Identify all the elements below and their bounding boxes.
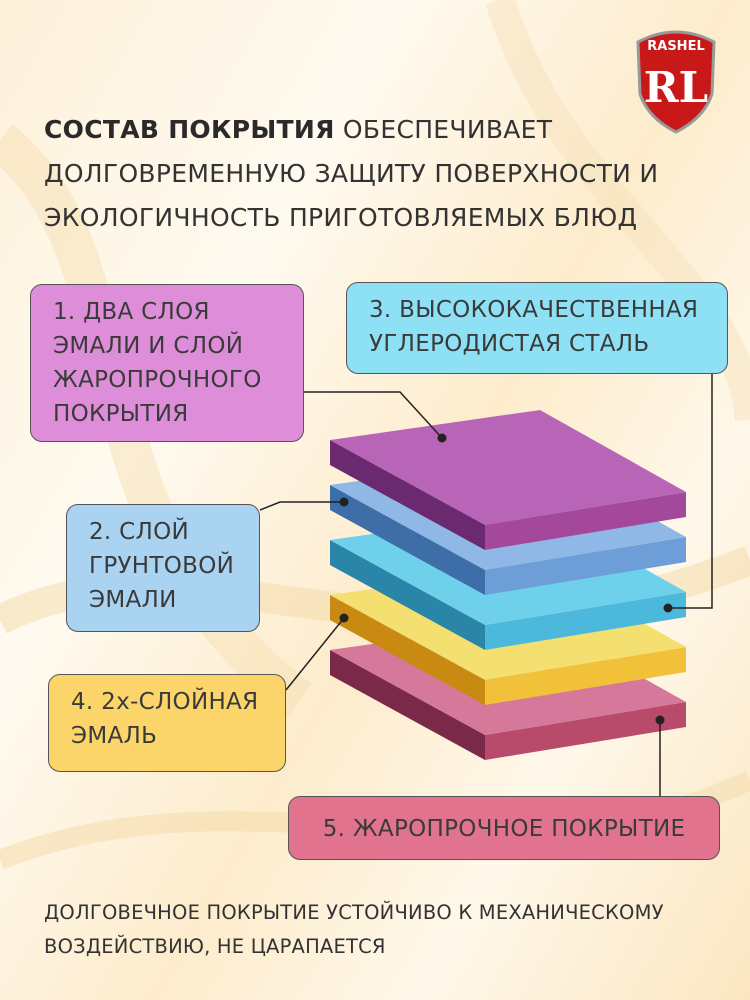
svg-text:RASHEL: RASHEL [647, 39, 704, 54]
connector-dot [437, 433, 447, 443]
slab-side-left [330, 440, 485, 550]
slab-side-right [485, 647, 686, 705]
label-layer-3: 3. ВЫСОКОКАЧЕСТВЕННАЯ УГЛЕРОДИСТАЯ СТАЛЬ [346, 282, 728, 374]
slab-side-left [330, 540, 485, 650]
slab-side-left [330, 485, 485, 595]
connector-1 [304, 391, 443, 439]
connector-4 [285, 617, 345, 691]
svg-text:RL: RL [644, 63, 708, 112]
rashel-logo: RASHEL RL [636, 30, 716, 134]
label-layer-2: 2. СЛОЙ ГРУНТОВОЙ ЭМАЛИ [66, 504, 260, 632]
slab-side-right [485, 537, 686, 595]
slab-side-left [330, 650, 485, 760]
slab-top [330, 410, 686, 525]
connector-3 [668, 374, 713, 609]
label-layer-5: 5. ЖАРОПРОЧНОЕ ПОКРЫТИЕ [288, 796, 720, 860]
footer-text: ДОЛГОВЕЧНОЕ ПОКРЫТИЕ УСТОЙЧИВО К МЕХАНИЧ… [44, 901, 664, 958]
connector-dot [339, 497, 349, 507]
slab-side-left [330, 595, 485, 705]
headline-bold: СОСТАВ ПОКРЫТИЯ [44, 115, 335, 144]
connector-dot [339, 613, 349, 623]
headline: СОСТАВ ПОКРЫТИЯ ОБЕСПЕЧИВАЕТ ДОЛГОВРЕМЕН… [44, 108, 704, 240]
slab-side-right [485, 702, 686, 760]
connector-dot [663, 603, 673, 613]
connector-2 [259, 501, 344, 511]
slab-side-right [485, 592, 686, 650]
label-layer-4: 4. 2х-СЛОЙНАЯ ЭМАЛЬ [48, 674, 286, 772]
slab-side-right [485, 492, 686, 550]
headline-rest: ОБЕСПЕЧИВАЕТ ДОЛГОВРЕМЕННУЮ ЗАЩИТУ ПОВЕР… [44, 115, 659, 232]
label-layer-1: 1. ДВА СЛОЯ ЭМАЛИ И СЛОЙ ЖАРОПРОЧНОГО ПО… [30, 284, 304, 442]
connector-dot [655, 715, 665, 725]
